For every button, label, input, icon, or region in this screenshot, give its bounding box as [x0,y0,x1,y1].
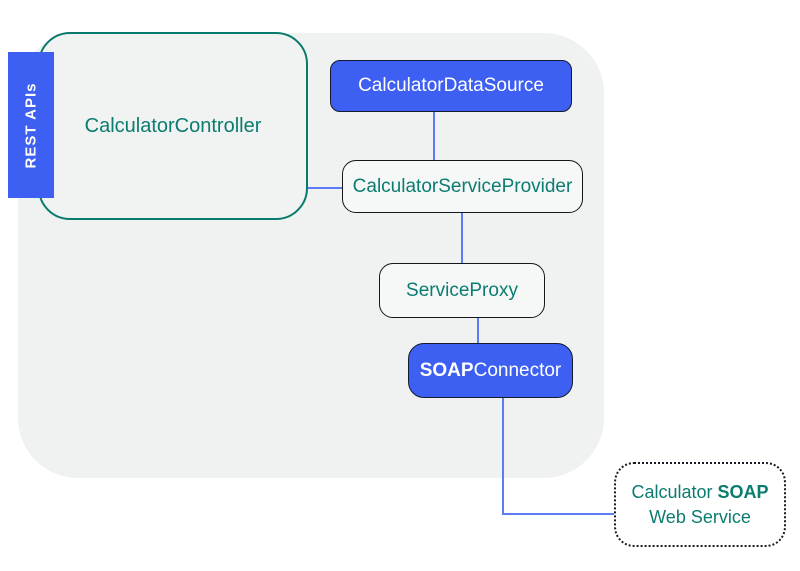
connector-serviceproxy-to-soapconnector [477,318,479,343]
connector-soapconnector-elbow-vertical [502,398,504,515]
connector-serviceprovider-to-serviceproxy [461,213,463,263]
connector-datasource-to-serviceprovider [433,112,435,160]
connector-soapconnector-elbow-horizontal [502,513,614,515]
node-service-proxy: ServiceProxy [379,263,545,318]
node-label-regular-part: Calculator [631,482,718,503]
node-calculator-data-source: CalculatorDataSource [330,60,572,112]
node-label: SOAPConnector [420,360,562,382]
node-label-bold-part: SOAP [419,359,474,381]
connector-controller-to-serviceprovider [308,187,342,189]
node-label: CalculatorController [84,114,262,137]
rest-apis-label: REST APIs [22,82,40,168]
node-soap-connector: SOAPConnector [408,343,573,398]
node-label: CalculatorDataSource [358,75,544,96]
node-label-line2: Web Service [649,506,751,527]
node-calculator-soap-web-service: Calculator SOAP Web Service [614,462,786,547]
node-label-line1: Calculator SOAP [631,480,768,504]
node-label: ServiceProxy [406,279,518,301]
node-calculator-controller: CalculatorController [38,32,308,220]
node-calculator-service-provider: CalculatorServiceProvider [342,160,583,213]
rest-apis-tag: REST APIs [8,52,54,198]
node-label: CalculatorServiceProvider [352,175,573,197]
node-label-bold-part: SOAP [717,482,769,503]
node-label-regular-part: Connector [473,359,562,381]
